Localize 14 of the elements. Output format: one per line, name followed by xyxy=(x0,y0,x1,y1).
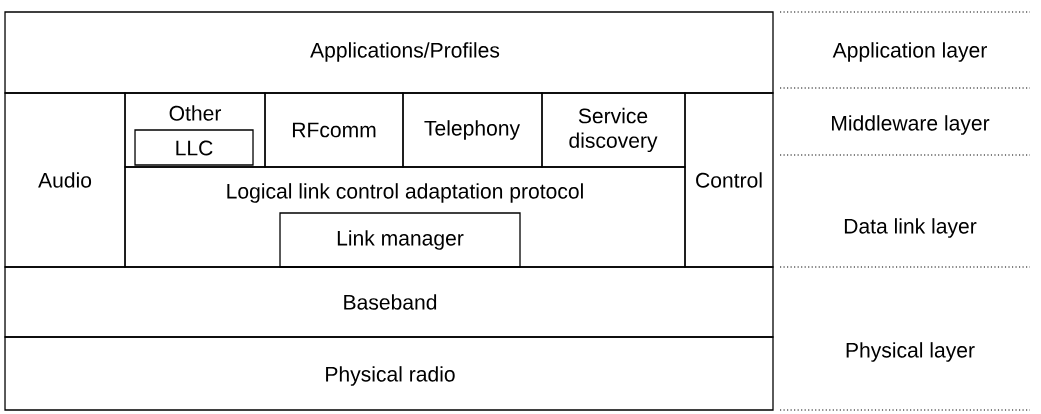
layer-box: Service discovery xyxy=(541,92,686,168)
layer-box: RFcomm xyxy=(264,92,404,168)
layer-box: Audio xyxy=(4,92,126,268)
layer-label: Data link layer xyxy=(844,218,977,238)
layer-box: Baseband xyxy=(4,266,774,338)
layer-box: Telephony xyxy=(402,92,543,168)
layer-label: Application layer xyxy=(832,42,987,62)
layer-box: Control xyxy=(684,92,774,268)
layer-label: Physical layer xyxy=(846,342,975,362)
layer-box: Applications/Profiles xyxy=(4,11,774,94)
layer-label: Middleware layer xyxy=(832,115,990,135)
layer-box: LLC xyxy=(134,129,254,166)
layer-box: Link manager xyxy=(279,212,521,268)
layer-box: Physical radio xyxy=(4,336,774,411)
